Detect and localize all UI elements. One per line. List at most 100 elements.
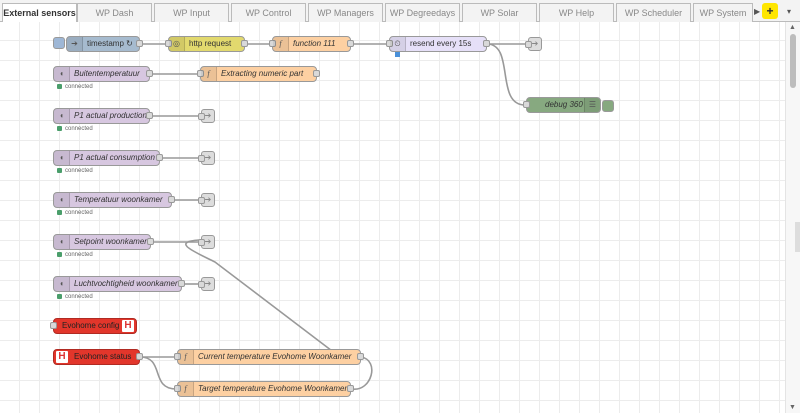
p1-production-node[interactable]: ◖ P1 actual production	[53, 108, 153, 124]
http-request-node[interactable]: ◎ http request	[165, 36, 248, 52]
tab-wp-control[interactable]: WP Control	[231, 3, 306, 22]
tab-wp-degreedays[interactable]: WP Degreedays	[385, 3, 460, 22]
status-connected: connected	[57, 209, 93, 217]
tab-wp-system[interactable]: WP System	[693, 3, 753, 22]
output-port[interactable]	[146, 112, 153, 119]
debug-toggle-button[interactable]	[602, 100, 614, 112]
scroll-up-icon[interactable]: ▲	[789, 24, 796, 31]
tab-scroll-right-icon[interactable]: ▶	[754, 7, 761, 16]
buitentemp-node[interactable]: ◖ Buitentemperatuur	[53, 66, 153, 82]
status-dot-icon	[57, 294, 62, 299]
output-port[interactable]	[146, 70, 153, 77]
tab-wp-scheduler[interactable]: WP Scheduler	[616, 3, 691, 22]
status-connected: connected	[57, 125, 93, 133]
temperatuur-woonkamer-label: Temperatuur woonkamer	[74, 195, 163, 204]
extracting-node[interactable]: f Extracting numeric part	[197, 66, 320, 82]
tab-wp-help[interactable]: WP Help	[539, 3, 614, 22]
setpoint-woonkamer-node[interactable]: ◖ Setpoint woonkamer	[53, 234, 154, 250]
output-port[interactable]	[156, 154, 163, 161]
input-port[interactable]	[269, 40, 276, 47]
current-temperature-node[interactable]: f Current temperature Evohome Woonkamer	[174, 349, 364, 365]
link-out-node[interactable]: ➔	[198, 235, 215, 249]
input-port[interactable]	[198, 239, 205, 246]
tab-bar: External sensors WP Dash WP Input WP Con…	[0, 0, 800, 23]
add-tab-button[interactable]: +	[762, 3, 778, 19]
timestamp-node[interactable]: ➔ timestamp ↻	[66, 36, 143, 52]
scrollbar-thumb[interactable]	[790, 34, 796, 88]
output-port[interactable]	[347, 385, 354, 392]
resend-node[interactable]: ⏲ resend every 15s	[386, 36, 490, 52]
input-port[interactable]	[198, 113, 205, 120]
sensor-icon: ◖	[54, 235, 70, 249]
output-port[interactable]	[313, 70, 320, 77]
debug-label: debug 360	[545, 100, 583, 109]
inject-button[interactable]	[53, 37, 65, 49]
input-port[interactable]	[198, 197, 205, 204]
status-connected: connected	[57, 251, 93, 259]
input-port[interactable]	[386, 40, 393, 47]
wire-status-target	[139, 356, 177, 390]
tab-wp-solar[interactable]: WP Solar	[462, 3, 537, 22]
honeywell-logo-icon: H	[122, 320, 134, 332]
luchtvochtigheid-woonkamer-node[interactable]: ◖ Luchtvochtigheid woonkamer	[53, 276, 185, 292]
scroll-down-icon[interactable]: ▼	[789, 404, 796, 411]
temperatuur-woonkamer-node[interactable]: ◖ Temperatuur woonkamer	[53, 192, 175, 208]
flow-workspace[interactable]	[0, 22, 785, 413]
sensor-icon: ◖	[54, 109, 70, 123]
input-port[interactable]	[174, 385, 181, 392]
output-port[interactable]	[136, 40, 143, 47]
output-port[interactable]	[241, 40, 248, 47]
output-port[interactable]	[357, 353, 364, 360]
output-port[interactable]	[168, 196, 175, 203]
p1-consumption-node[interactable]: ◖ P1 actual consumption	[53, 150, 163, 166]
tab-wp-managers[interactable]: WP Managers	[308, 3, 383, 22]
debug-node[interactable]: debug 360 ☰	[523, 97, 601, 113]
input-port[interactable]	[174, 353, 181, 360]
input-port[interactable]	[525, 41, 532, 48]
tab-wp-dash[interactable]: WP Dash	[77, 3, 152, 22]
target-temperature-label: Target temperature Evohome Woonkamer	[198, 384, 348, 393]
output-port[interactable]	[178, 280, 185, 287]
status-dot-icon	[57, 126, 62, 131]
output-port[interactable]	[483, 40, 490, 47]
status-dot-icon	[57, 84, 62, 89]
tab-wp-input[interactable]: WP Input	[154, 3, 229, 22]
http-request-label: http request	[189, 39, 232, 48]
input-port[interactable]	[198, 155, 205, 162]
function-icon: f	[273, 37, 289, 51]
sensor-icon: ◖	[54, 277, 70, 291]
evohome-status-node[interactable]: H Evohome status	[53, 349, 143, 365]
function-icon: f	[178, 350, 194, 364]
function-111-node[interactable]: f function 111	[269, 36, 354, 52]
wire-current-loop	[351, 356, 373, 390]
link-arrow-icon: ➔	[204, 111, 212, 120]
p1-consumption-label: P1 actual consumption	[74, 153, 155, 162]
status-connected: connected	[57, 83, 93, 91]
target-temperature-node[interactable]: f Target temperature Evohome Woonkamer	[174, 381, 354, 397]
input-port[interactable]	[197, 70, 204, 77]
input-port[interactable]	[165, 40, 172, 47]
status-connected: connected	[57, 293, 93, 301]
tab-menu-icon[interactable]: ▾	[786, 7, 791, 16]
link-out-node[interactable]: ➔	[198, 277, 215, 291]
tab-external-sensors[interactable]: External sensors	[2, 3, 77, 23]
evohome-config-node[interactable]: Evohome config H	[50, 318, 137, 334]
output-port[interactable]	[136, 353, 143, 360]
output-port[interactable]	[147, 238, 154, 245]
input-port[interactable]	[50, 322, 57, 329]
input-port[interactable]	[523, 101, 530, 108]
link-out-node[interactable]: ➔	[198, 193, 215, 207]
link-arrow-icon: ➔	[204, 279, 212, 288]
vertical-scrollbar[interactable]: ▲ ▼	[785, 22, 800, 413]
output-port[interactable]	[347, 40, 354, 47]
link-out-node[interactable]: ➔	[525, 37, 542, 51]
clock-icon: ⏲	[390, 37, 406, 51]
p1-production-label: P1 actual production	[74, 111, 147, 120]
globe-icon: ◎	[169, 37, 185, 51]
sidebar-resize-handle[interactable]	[795, 222, 800, 252]
input-port[interactable]	[198, 281, 205, 288]
link-out-node[interactable]: ➔	[198, 151, 215, 165]
link-out-node[interactable]: ➔	[198, 109, 215, 123]
sensor-icon: ◖	[54, 151, 70, 165]
